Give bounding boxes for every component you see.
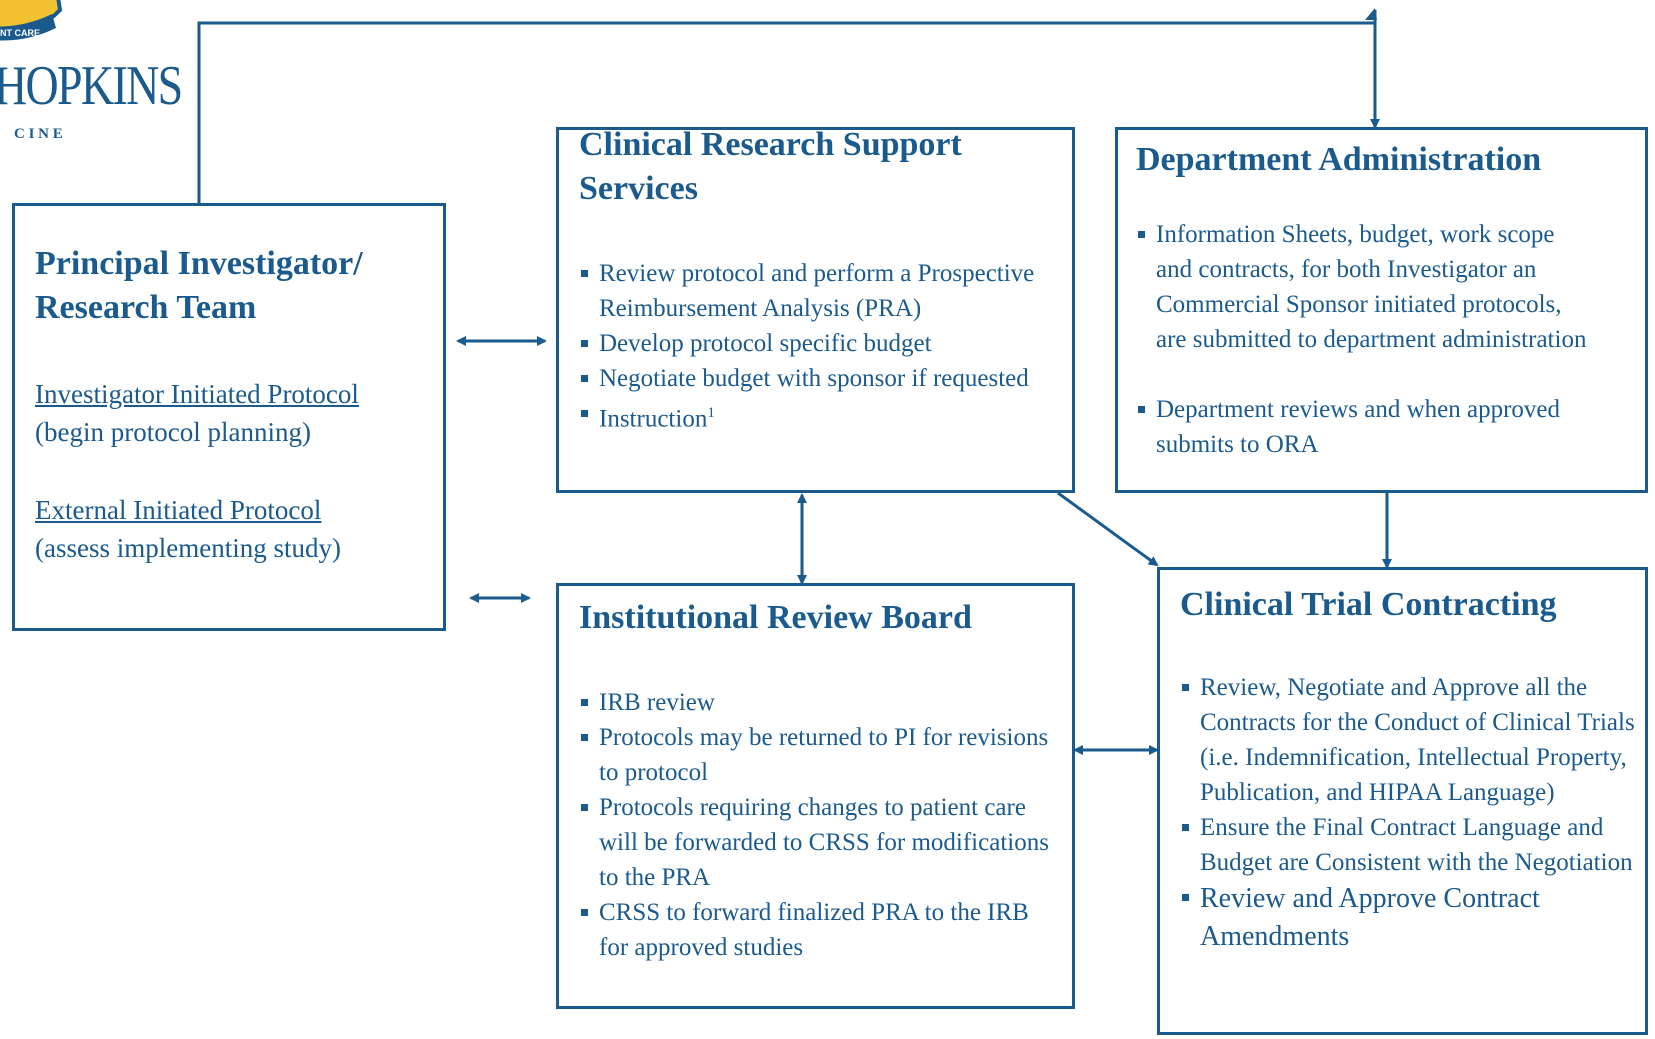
- svg-text:NT CARE: NT CARE: [0, 28, 40, 38]
- shield-seal-icon: NT CARE: [0, 0, 63, 41]
- irb-item: Protocols requiring changes to patient c…: [579, 790, 1059, 895]
- irb-box: Institutional Review Board IRB review Pr…: [556, 583, 1075, 1009]
- investigator-initiated-link[interactable]: Investigator Initiated Protocol: [35, 379, 359, 409]
- crss-item: Review protocol and perform a Prospectiv…: [579, 256, 1059, 326]
- ctc-item: Review, Negotiate and Approve all the Co…: [1180, 670, 1640, 810]
- ctc-item: Ensure the Final Contract Language and B…: [1180, 810, 1640, 880]
- crss-item: Negotiate budget with sponsor if request…: [579, 361, 1059, 396]
- ctc-list: Review, Negotiate and Approve all the Co…: [1180, 670, 1640, 956]
- external-initiated-note: (assess implementing study): [35, 533, 341, 563]
- crss-box: Clinical Research Support Services Revie…: [556, 127, 1075, 493]
- logo-subline: C I N E: [14, 126, 63, 142]
- ctc-title: Clinical Trial Contracting: [1180, 586, 1557, 623]
- irb-title: Institutional Review Board: [579, 599, 972, 636]
- ctc-box: Clinical Trial Contracting Review, Negot…: [1157, 567, 1648, 1035]
- investigator-initiated-note: (begin protocol planning): [35, 417, 311, 447]
- irb-list: IRB review Protocols may be returned to …: [579, 685, 1059, 965]
- crss-title: Clinical Research Support Services: [579, 127, 962, 207]
- irb-item: CRSS to forward finalized PRA to the IRB…: [579, 895, 1059, 965]
- pi-to-dept-connector: [197, 21, 1380, 203]
- external-initiated-link[interactable]: External Initiated Protocol: [35, 495, 322, 525]
- crss-list: Review protocol and perform a Prospectiv…: [579, 256, 1059, 436]
- logo-wordmark: HOPKINS: [0, 55, 183, 117]
- pi-content: Investigator Initiated Protocol (begin p…: [35, 375, 435, 567]
- dept-admin-box: Department Administration Information Sh…: [1115, 127, 1648, 493]
- footnote-mark: 1: [707, 405, 715, 421]
- crss-item: Instruction1: [579, 396, 1059, 436]
- irb-item: IRB review: [579, 685, 1059, 720]
- crss-ctc-arrow: [1057, 491, 1159, 567]
- pi-box: Principal Investigator/ Research Team In…: [12, 203, 446, 631]
- dept-title: Department Administration: [1136, 141, 1542, 178]
- crss-item: Develop protocol specific budget: [579, 326, 1059, 361]
- ctc-item: Review and Approve Contract Amendments: [1180, 880, 1640, 956]
- irb-item: Protocols may be returned to PI for revi…: [579, 720, 1059, 790]
- pi-title: Principal Investigator/ Research Team: [35, 245, 363, 326]
